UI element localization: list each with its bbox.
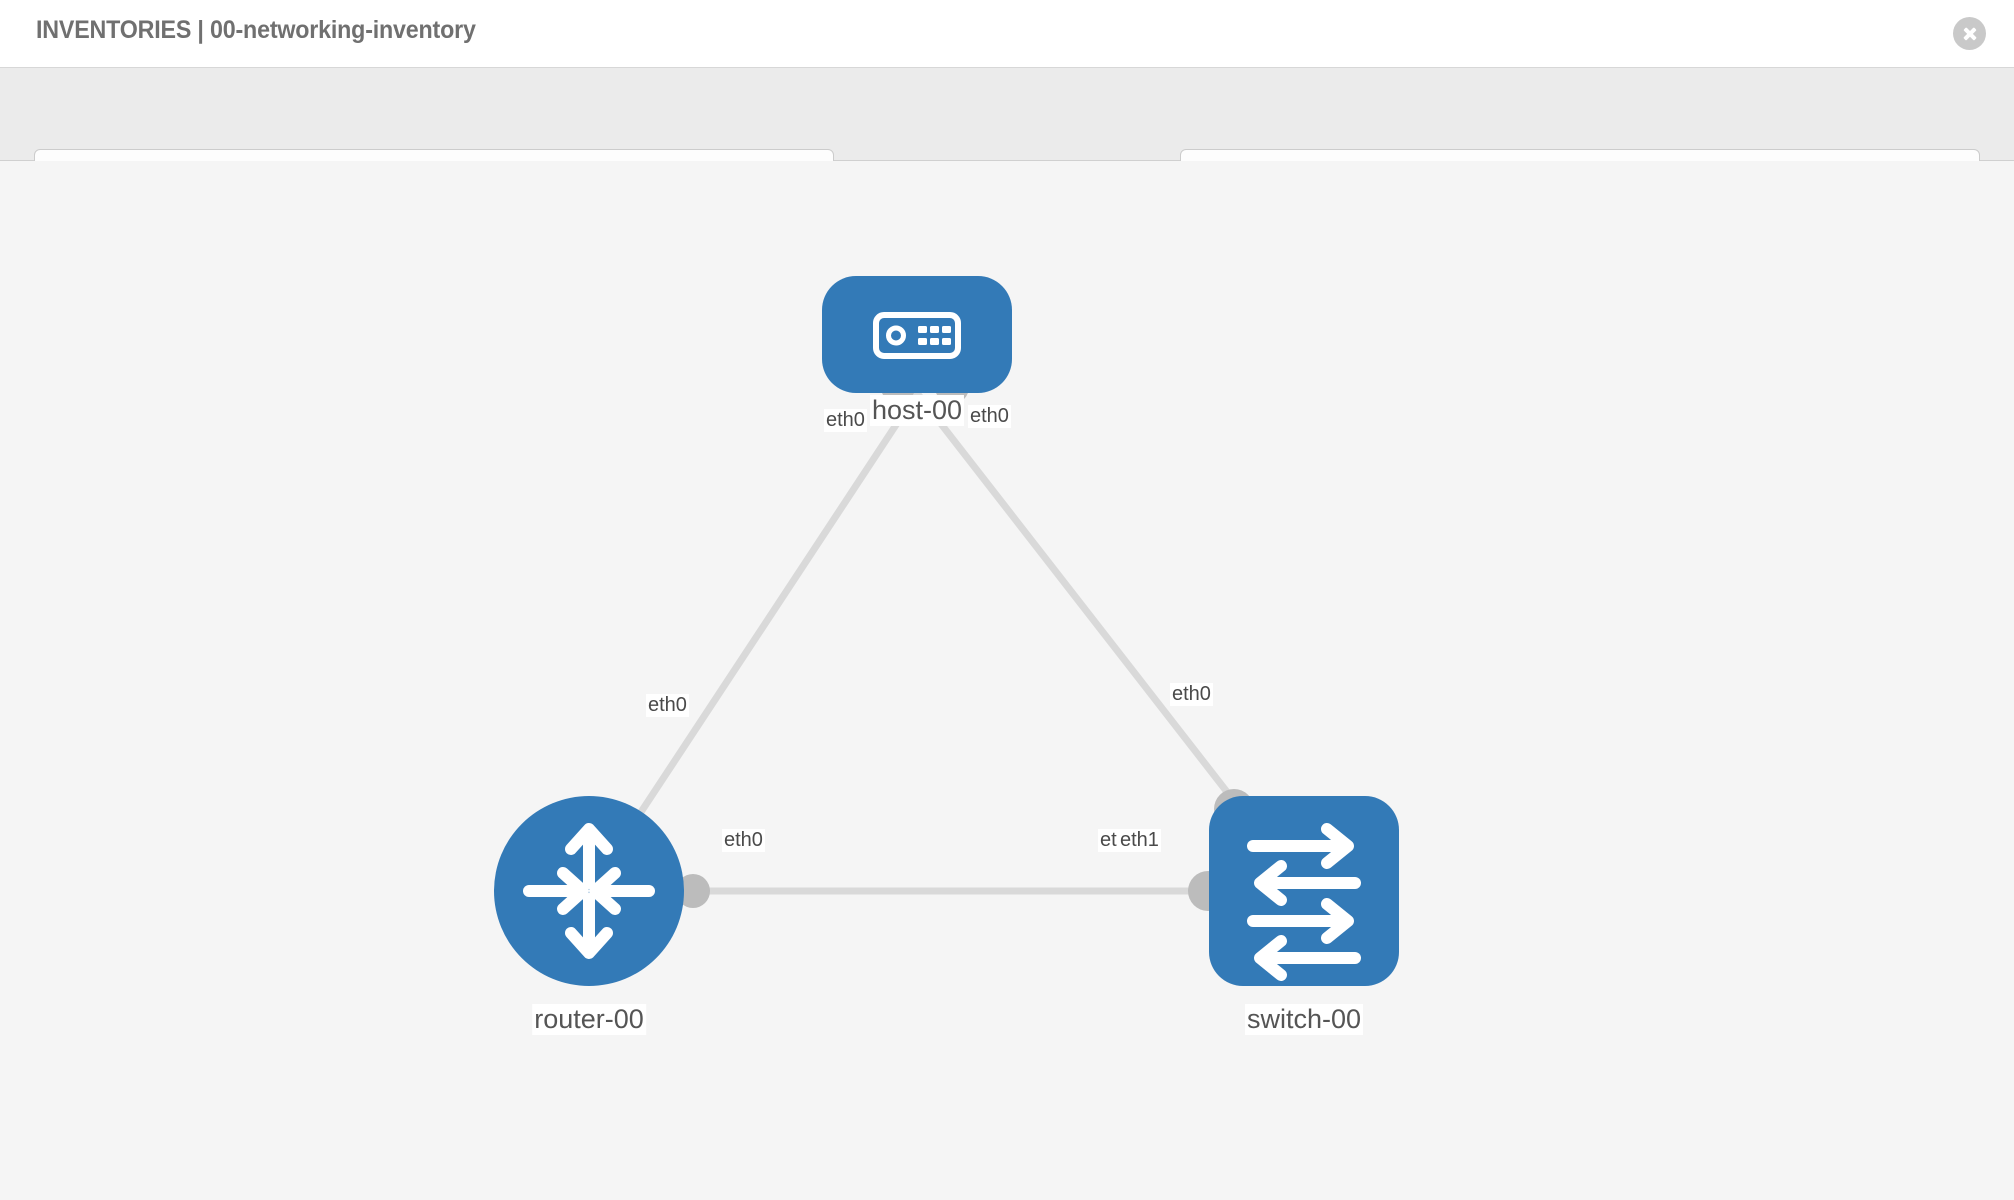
router-arrows-icon xyxy=(523,823,655,959)
node-label-host: host-00 xyxy=(869,395,965,426)
edge-host-router xyxy=(585,389,921,895)
edge-label-switch-left-eth-b: eth1 xyxy=(1118,829,1161,852)
edge-label-switch-up-eth: eth0 xyxy=(1170,683,1213,706)
switch-arrows-icon xyxy=(1247,823,1361,981)
edge-label-router-up-eth: eth0 xyxy=(646,694,689,717)
edge-group xyxy=(585,389,1308,895)
close-icon[interactable] xyxy=(1953,17,1986,50)
edge-label-router-right-eth: eth0 xyxy=(722,829,765,852)
connector-router-right xyxy=(676,874,710,908)
edge-label-host-right-eth: eth0 xyxy=(968,405,1011,428)
topology-graph xyxy=(494,276,1399,986)
node-host-00[interactable] xyxy=(822,276,1012,393)
node-label-router: router-00 xyxy=(532,1004,646,1035)
edge-label-host-left-eth: eth0 xyxy=(824,409,867,432)
node-switch-00[interactable] xyxy=(1209,796,1399,986)
topology-canvas[interactable]: host-00 router-00 switch-00 eth0 eth0 et… xyxy=(0,161,2014,1200)
node-label-switch: switch-00 xyxy=(1244,1004,1364,1035)
node-router-00[interactable] xyxy=(494,796,684,986)
page-title: INVENTORIES | 00-networking-inventory xyxy=(36,16,476,44)
server-icon xyxy=(873,312,961,359)
window-header: INVENTORIES | 00-networking-inventory xyxy=(0,0,2014,68)
toolbar: ACTIONS SEARCH xyxy=(0,68,2014,201)
